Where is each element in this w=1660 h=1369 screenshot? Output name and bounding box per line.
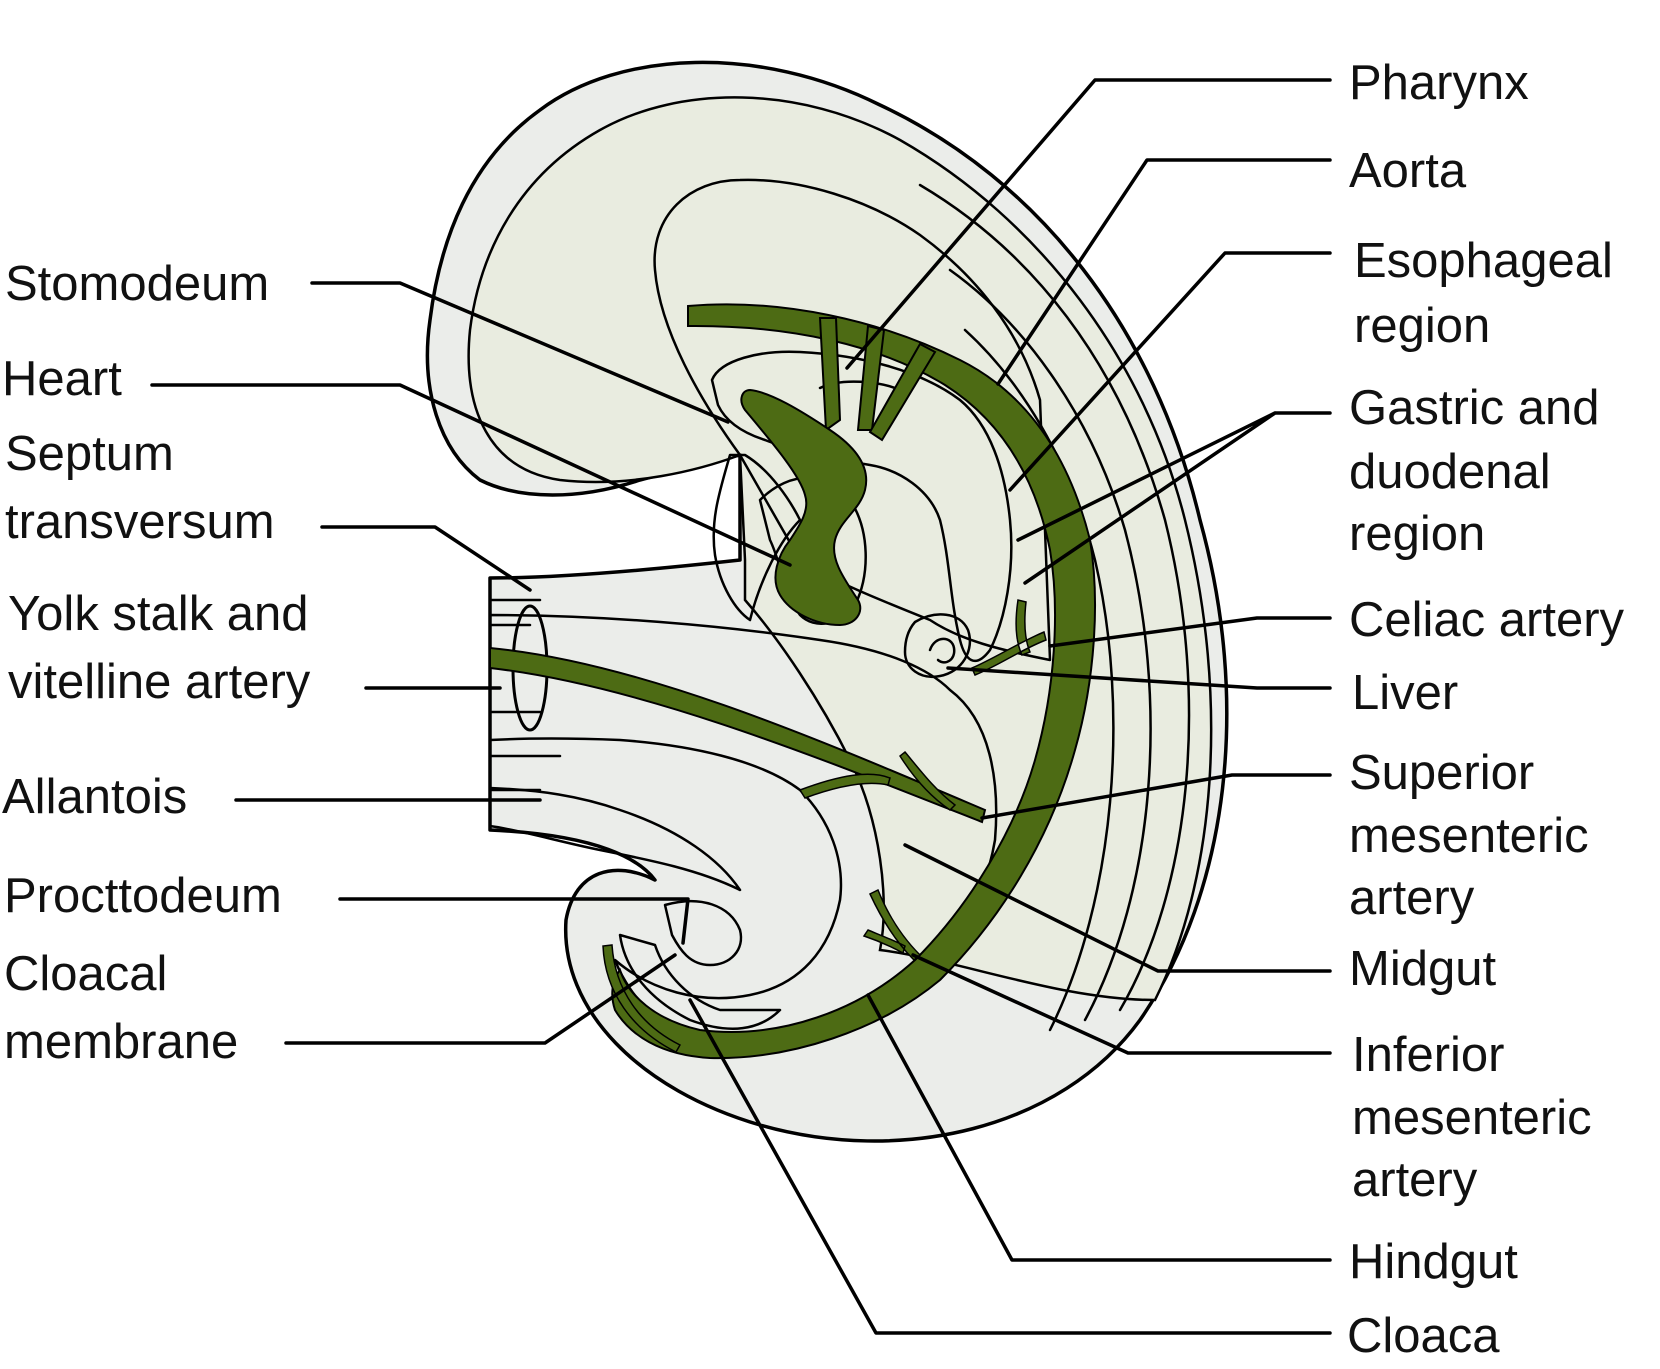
label-septum-line2: transversum	[5, 495, 275, 549]
leader-ima	[911, 953, 1332, 1055]
label-liver: Liver	[1352, 666, 1458, 720]
body-wall-arc-2	[948, 268, 1152, 1022]
label-cloaca: Cloaca	[1347, 1309, 1500, 1363]
label-hindgut: Hindgut	[1349, 1235, 1518, 1289]
aortic-arch-3	[868, 342, 937, 442]
label-midgut: Midgut	[1349, 942, 1496, 996]
label-gastric-line3: region	[1349, 507, 1485, 561]
label-esophageal-line2: region	[1354, 299, 1490, 353]
label-sma-line1: Superior	[1349, 746, 1534, 800]
leader-proctodeum	[338, 897, 690, 945]
inferior-mesenteric-artery	[862, 888, 922, 962]
leader-gastric	[1016, 411, 1332, 585]
label-yolk-line1: Yolk stalk and	[8, 587, 309, 641]
label-cloacal-line2: membrane	[4, 1015, 238, 1069]
leader-lines	[150, 78, 1332, 1335]
aortic-arch-1	[818, 317, 842, 432]
label-sma-line2: mesenteric	[1349, 809, 1589, 863]
allantois	[488, 786, 742, 892]
leader-esophageal	[1008, 251, 1332, 492]
label-ima-line3: artery	[1352, 1153, 1478, 1207]
label-allantois: Allantois	[2, 770, 187, 824]
liver-bud	[903, 613, 972, 679]
leader-cloacal	[284, 953, 677, 1045]
label-ima-line2: mesenteric	[1352, 1091, 1592, 1145]
leader-cloaca	[688, 998, 1332, 1335]
label-yolk-line2: vitelline artery	[8, 655, 311, 709]
body-wall-arc-3	[963, 328, 1115, 1032]
leader-stomodeum	[310, 281, 730, 424]
inner-body-layer	[467, 96, 1213, 1002]
label-cloacal-line1: Cloacal	[4, 947, 167, 1001]
label-aorta: Aorta	[1349, 144, 1467, 198]
leader-aorta	[996, 158, 1332, 386]
yolk-stalk-lines	[488, 598, 562, 792]
proctodeum-cleft	[663, 900, 743, 967]
label-gastric-line2: duodenal	[1349, 445, 1551, 499]
label-proctodeum: Procttodeum	[4, 869, 282, 923]
leader-septum	[320, 525, 532, 592]
label-septum-line1: Septum	[5, 427, 174, 481]
leader-pharynx	[845, 78, 1332, 370]
leader-hindgut	[866, 993, 1332, 1262]
label-stomodeum: Stomodeum	[5, 257, 269, 311]
label-ima-line1: Inferior	[1352, 1028, 1505, 1082]
cloacal-membrane	[602, 944, 682, 1053]
heart-tube	[740, 388, 868, 627]
head-cavity	[653, 178, 1052, 662]
hindgut-cloaca	[618, 933, 782, 1030]
labels-left: Stomodeum Heart Septum transversum Yolk …	[2, 257, 311, 1069]
leader-midgut	[903, 843, 1332, 973]
leader-heart	[150, 383, 792, 567]
label-sma-line3: artery	[1349, 871, 1475, 925]
label-pharynx: Pharynx	[1349, 56, 1529, 110]
labels-right: Pharynx Aorta Esophageal region Gastric …	[1347, 56, 1625, 1363]
label-heart: Heart	[2, 352, 122, 406]
leader-sma	[980, 773, 1332, 820]
liver-bud-inner	[928, 637, 956, 664]
vessels	[489, 303, 1096, 1060]
label-esophageal-line1: Esophageal	[1354, 234, 1613, 288]
leader-liver	[946, 666, 1332, 690]
label-gastric-line1: Gastric and	[1349, 381, 1600, 435]
leader-celiac	[1048, 616, 1332, 648]
body-wall-arc-1	[918, 183, 1191, 1012]
stomodeum-cleft	[712, 453, 802, 622]
vitelline-branch	[798, 750, 957, 811]
label-celiac: Celiac artery	[1349, 593, 1625, 647]
vitelline-artery	[489, 646, 987, 824]
